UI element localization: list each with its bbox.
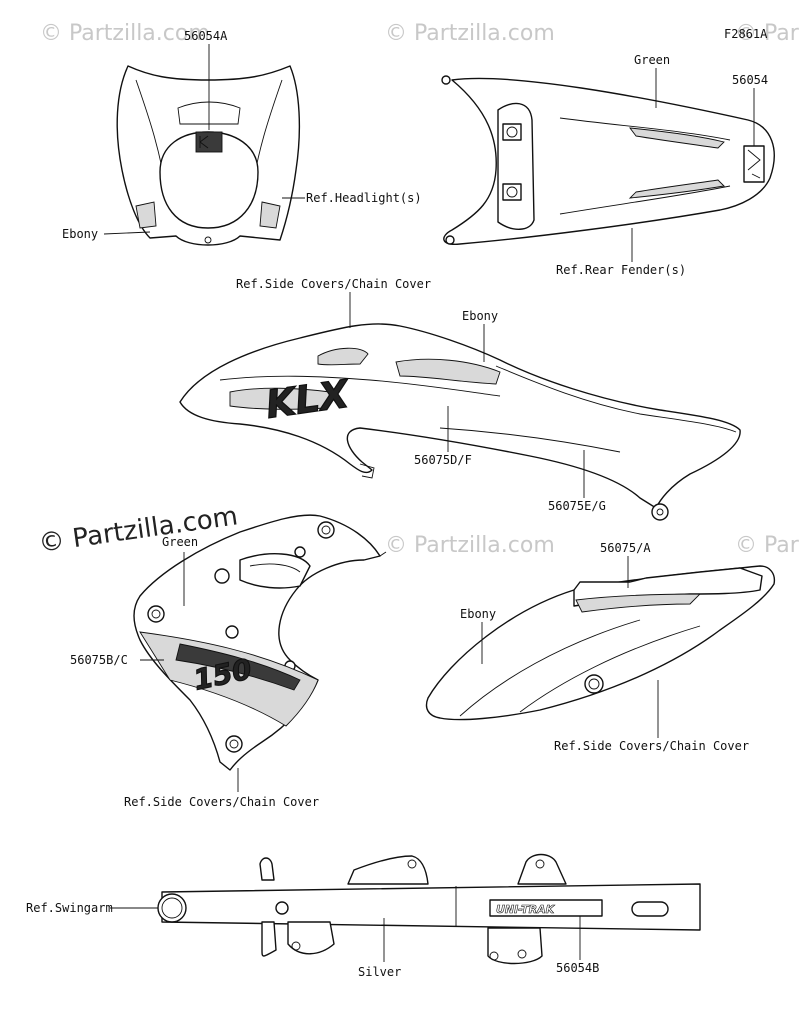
label-cover-color: Ebony — [460, 607, 496, 621]
watermark-top-right: © Par — [735, 21, 800, 46]
swingarm-brand-decal: UNI-TRAK — [496, 903, 556, 916]
label-cover-part: 56075/A — [600, 541, 651, 555]
label-headlight-color: Ebony — [62, 227, 98, 241]
label-shroud-part: 56075B/C — [70, 653, 128, 667]
logo-decal-icon — [743, 145, 765, 183]
radiator-shroud — [133, 514, 387, 771]
headlight-cover — [116, 65, 301, 246]
label-swingarm-part: 56054B — [556, 961, 599, 975]
watermark-top-center: © Partzilla.com — [385, 21, 555, 46]
label-shroud-color: Green — [162, 535, 198, 549]
uni-trak-decal-plate — [489, 899, 603, 917]
rear-fender — [441, 75, 775, 245]
mount-hole-icon — [502, 123, 522, 141]
figure-id: F2861A — [724, 27, 768, 41]
watermark-top-left: © Partzilla.com — [40, 21, 210, 46]
swingarm — [157, 853, 701, 965]
label-rear-ref: Ref.Rear Fender(s) — [556, 263, 686, 277]
label-headlight-ref: Ref.Headlight(s) — [306, 191, 422, 205]
side-cover-long — [179, 323, 741, 521]
mount-hole-icon — [502, 183, 522, 201]
watermark-mid-right: © Par — [735, 533, 800, 558]
label-rear-part: 56054 — [732, 73, 768, 87]
label-side-part-eg: 56075E/G — [548, 499, 606, 513]
label-swingarm-color: Silver — [358, 965, 401, 979]
side-cover-right — [425, 565, 776, 721]
label-cover-ref: Ref.Side Covers/Chain Cover — [554, 739, 749, 753]
label-side-ref-top: Ref.Side Covers/Chain Cover — [236, 277, 431, 291]
kawasaki-emblem-icon — [195, 131, 223, 153]
label-side-color-ebony: Ebony — [462, 309, 498, 323]
label-swingarm-ref: Ref.Swingarm — [26, 901, 113, 915]
label-headlight-part: 56054A — [184, 29, 228, 43]
watermark-mid-center: © Partzilla.com — [385, 533, 555, 558]
label-side-part-df: 56075D/F — [414, 453, 472, 467]
label-rear-color: Green — [634, 53, 670, 67]
swingarm-slot-icon — [631, 901, 669, 917]
label-shroud-ref: Ref.Side Covers/Chain Cover — [124, 795, 319, 809]
